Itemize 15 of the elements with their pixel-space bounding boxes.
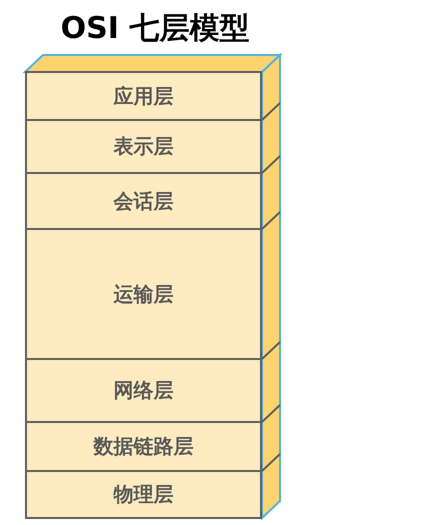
layer-label: 表示层: [114, 133, 174, 160]
layer-label: 网络层: [114, 377, 174, 404]
layer-label: 应用层: [114, 82, 174, 110]
layer-box: [25, 358, 262, 423]
layer-label: 物理层: [114, 481, 174, 508]
layer-box: [25, 119, 262, 174]
layer-box: [25, 71, 262, 121]
layer-label: 会话层: [114, 188, 174, 214]
layer-label: 运输层: [114, 280, 174, 308]
layer-box: [25, 421, 262, 472]
layer-box: [25, 172, 262, 230]
layer-box: [25, 228, 262, 360]
title: OSI 七层模型: [60, 10, 250, 48]
layer-box: [25, 470, 262, 519]
layer-label: 数据链路层: [94, 433, 194, 460]
